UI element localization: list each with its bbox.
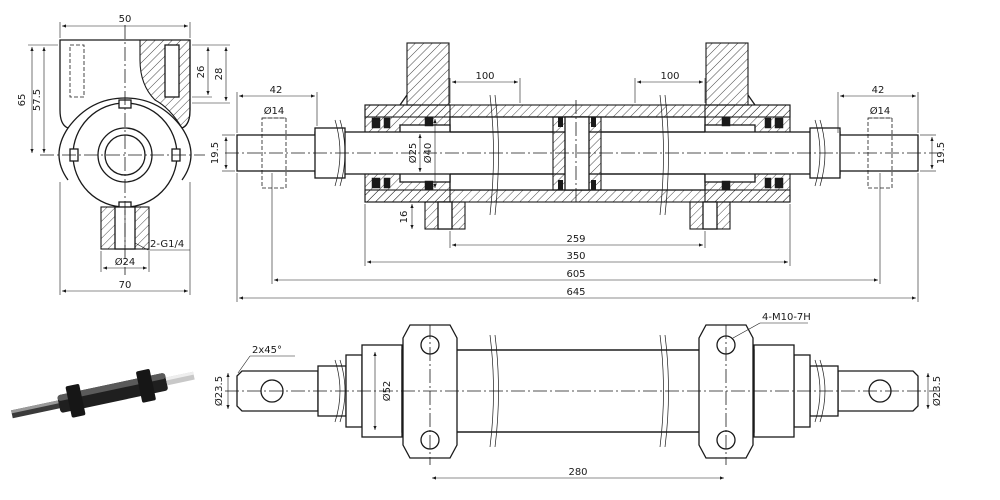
dim-port-thread: 2-G1/4 (150, 239, 184, 250)
dim-mount-dist-right: 100 (660, 71, 679, 82)
right-seals (721, 116, 784, 191)
dim-rod-dia: Ø25 (407, 143, 419, 164)
left-port-hidden (69, 44, 85, 98)
dim-rod-end-w-right: Ø23.5 (931, 376, 943, 406)
dim-len-605: 605 (566, 269, 585, 280)
dim-port-dia: Ø24 (115, 256, 136, 268)
right-port-bore (164, 44, 180, 98)
right-mount-lug (705, 42, 749, 106)
dim-rod-end-len-left: 42 (270, 85, 283, 96)
dim-port-depth-28: 28 (214, 68, 225, 81)
dim-end-total-width: 70 (119, 280, 132, 291)
dim-barrel-dia: Ø52 (381, 381, 393, 402)
dim-height-57-5: 57.5 (32, 89, 43, 111)
dim-end-width: 50 (119, 14, 132, 25)
dim-mount-dist-left: 100 (475, 71, 494, 82)
section-view: 42 Ø14 19.5 Ø25 Ø40 16 100 100 42 Ø14 19… (210, 42, 947, 302)
dim-mount-holes: 4-M10-7H (762, 312, 811, 323)
left-seals (371, 116, 434, 191)
dim-height-65: 65 (17, 94, 28, 107)
dim-mount-spacing: 280 (568, 467, 587, 478)
dim-len-645: 645 (566, 287, 585, 298)
dim-rod-end-w-left: Ø23.5 (213, 376, 225, 406)
dim-port-height: 16 (399, 211, 410, 224)
dim-rod-end-th-right: 19.5 (936, 142, 947, 164)
outline-view: 2x45° Ø23.5 Ø52 4-M10-7H Ø23.5 280 (213, 312, 943, 480)
dim-len-350: 350 (566, 251, 585, 262)
end-view: 50 26 28 65 57.5 Ø24 2-G1/4 70 (17, 14, 230, 295)
dim-chamfer: 2x45° (252, 345, 282, 356)
dim-port-depth-26: 26 (196, 66, 207, 79)
product-photo (11, 369, 195, 419)
left-mount-lug (406, 42, 450, 106)
dim-pin-hole-right: Ø14 (870, 105, 891, 117)
dim-bore-dia: Ø40 (422, 143, 434, 164)
dim-rod-end-th-left: 19.5 (210, 142, 221, 164)
dim-pin-hole-left: Ø14 (264, 105, 285, 117)
dim-rod-end-len-right: 42 (872, 85, 885, 96)
dim-len-259: 259 (566, 234, 585, 245)
